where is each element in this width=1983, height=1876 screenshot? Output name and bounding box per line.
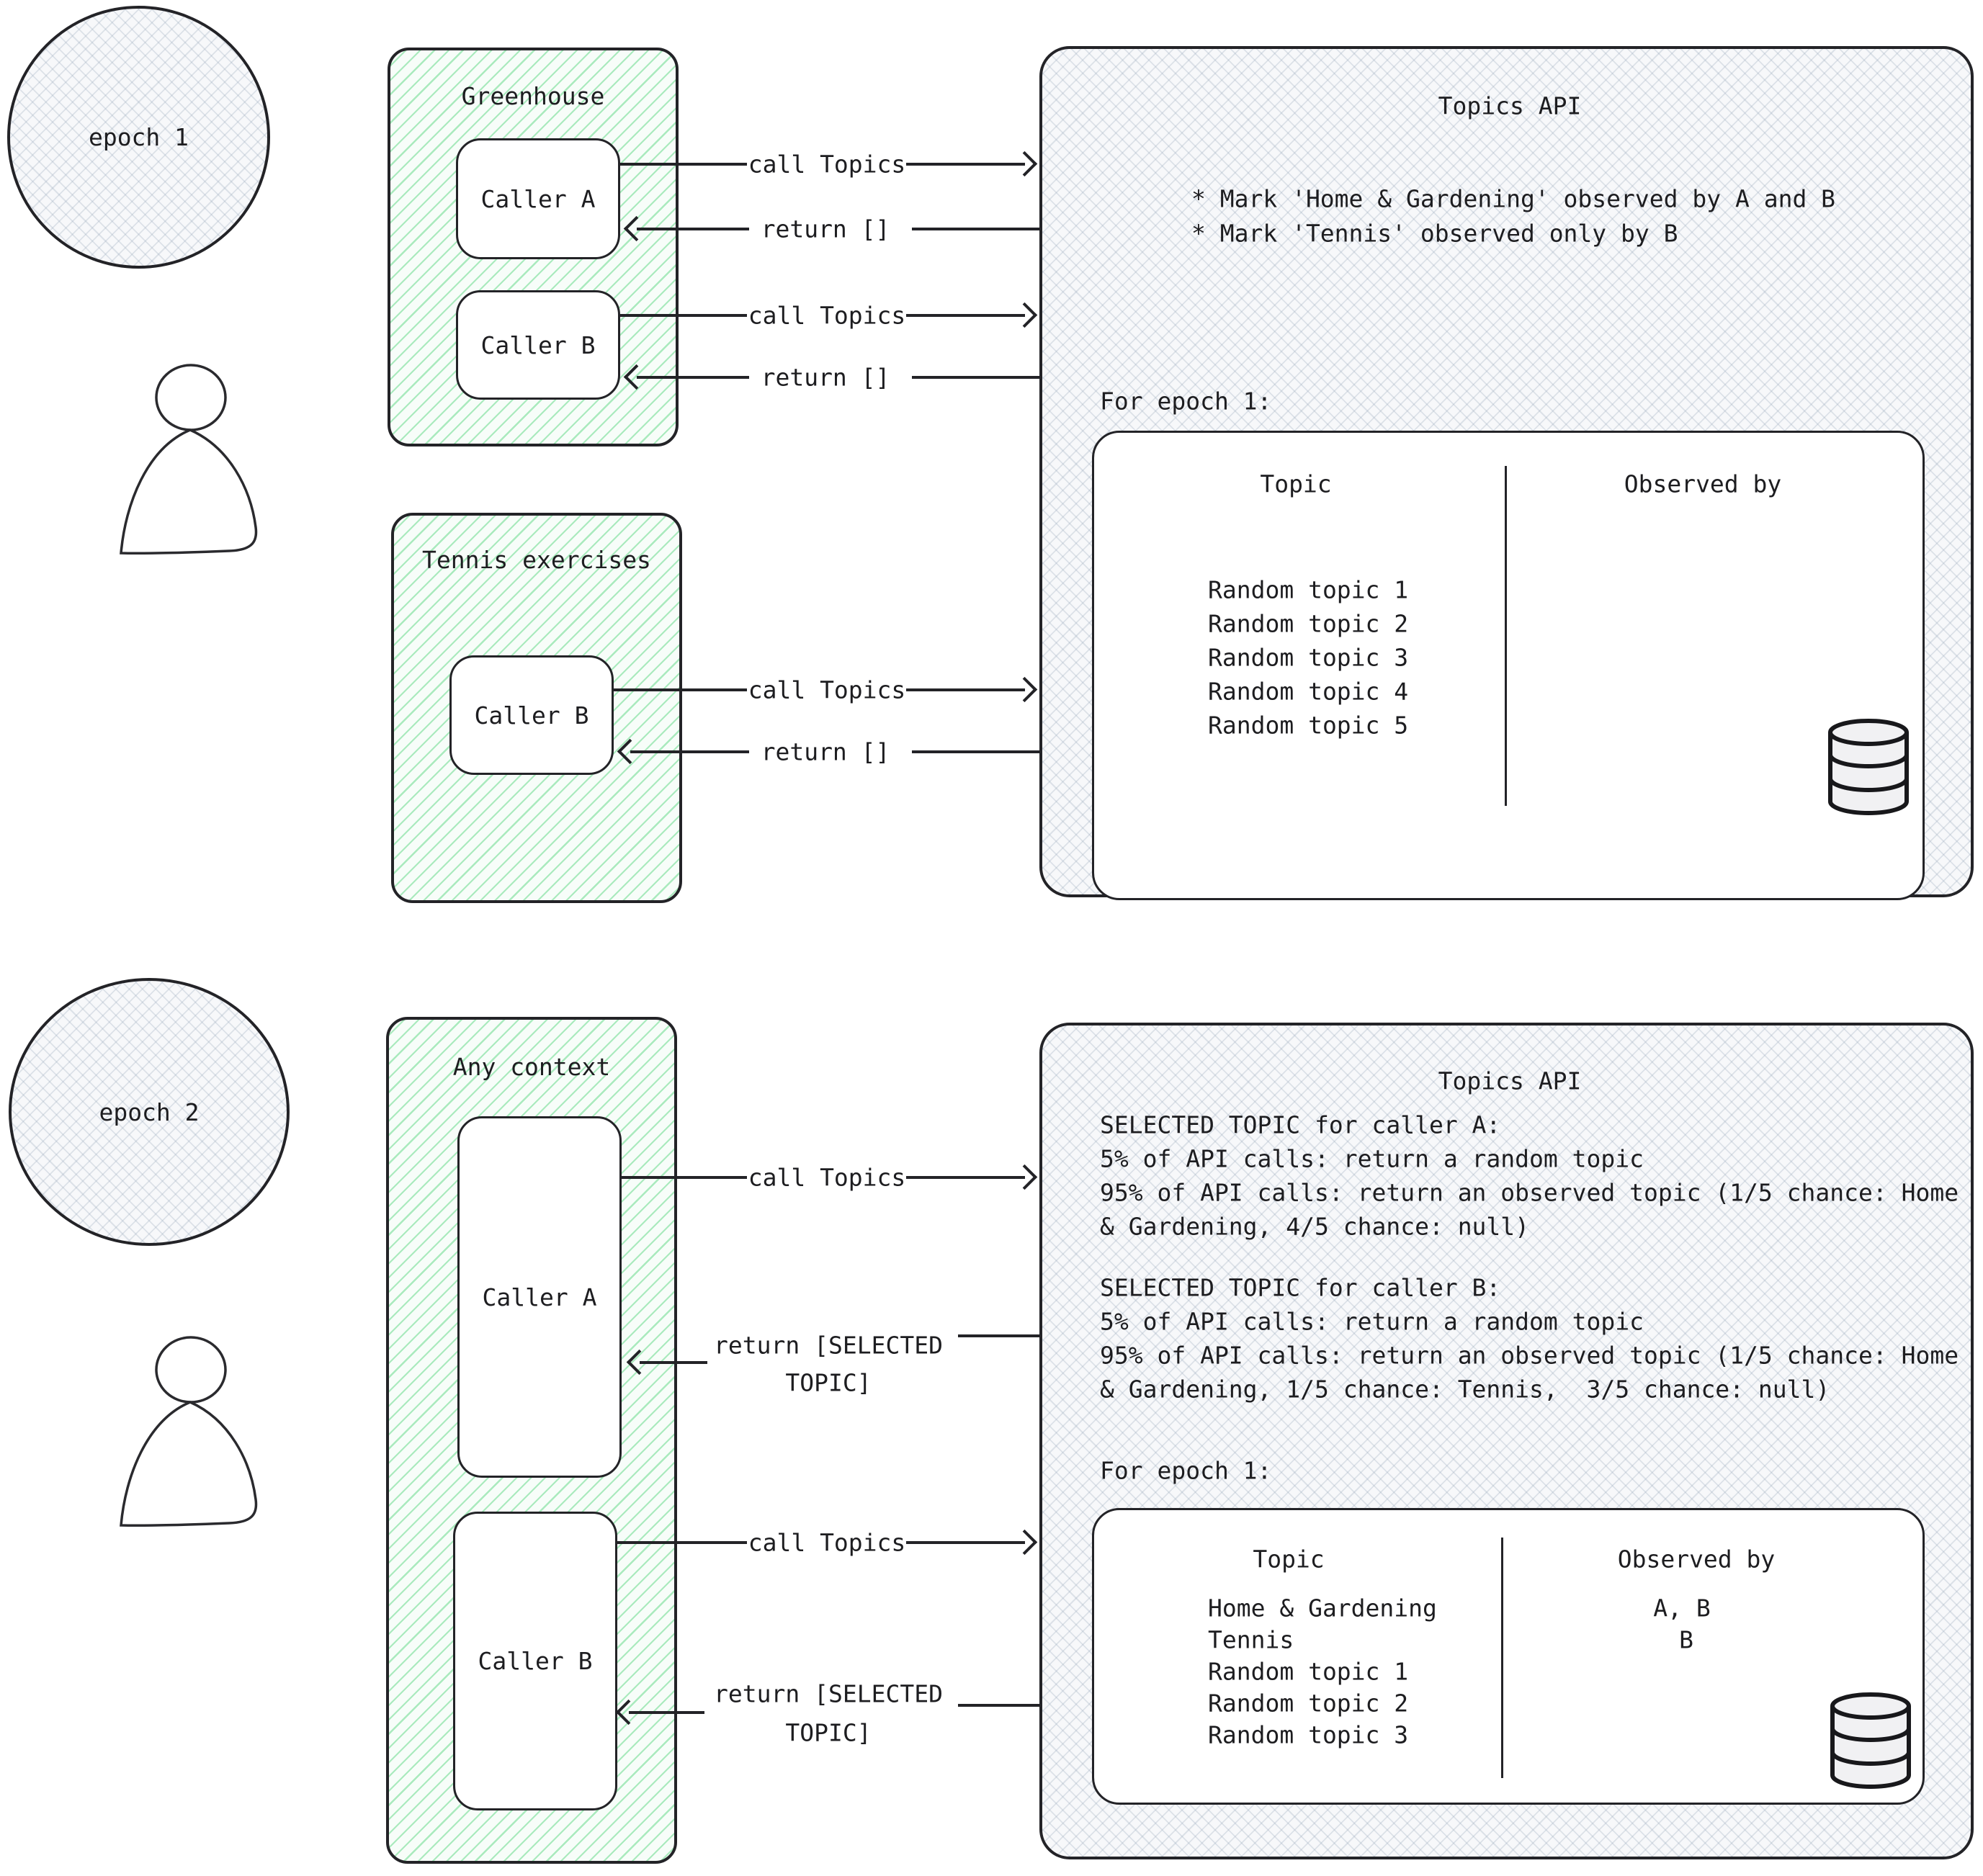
user-icon — [120, 1336, 258, 1527]
column-header-observed: Observed by — [1624, 470, 1782, 498]
arrow-line — [906, 1541, 1025, 1544]
selected-topic-a-line: SELECTED TOPIC for caller A: — [1100, 1110, 1501, 1139]
topics-api-panel-epoch1: Topics API * Mark 'Home & Gardening' obs… — [1039, 46, 1974, 900]
tennis-caller-b-label: Caller B — [474, 701, 589, 730]
arrow-line — [912, 750, 1039, 753]
caller-a-label: Caller A — [482, 1283, 597, 1311]
caller-b-label: Caller B — [480, 331, 596, 359]
arrow-line — [958, 1704, 1039, 1707]
call-topics-label: call Topics — [748, 1163, 906, 1192]
call-topics-label: call Topics — [748, 301, 906, 330]
epoch-heading: For epoch 1: — [1100, 1456, 1272, 1485]
epoch-table: Topic Observed by Home & Gardening Tenni… — [1092, 1508, 1925, 1805]
table-divider — [1501, 1538, 1503, 1778]
epoch-heading: For epoch 1: — [1100, 387, 1272, 416]
table-row-topic: Tennis — [1208, 1625, 1294, 1654]
table-row-topic: Random topic 3 — [1208, 643, 1409, 672]
return-selected-label-line2: TOPIC] — [785, 1368, 872, 1397]
topics-api-title: Topics API — [1438, 91, 1582, 120]
greenhouse-context-box: Greenhouse Caller A Caller B — [388, 48, 679, 446]
any-context-title: Any context — [452, 1053, 611, 1081]
table-row-topic: Random topic 5 — [1208, 711, 1409, 740]
arrow-line — [958, 1334, 1039, 1337]
table-row-topic: Random topic 4 — [1208, 677, 1409, 706]
return-empty-label: return [] — [761, 737, 890, 766]
arrow-line — [640, 1361, 707, 1364]
caller-a-box: Caller A — [457, 1116, 622, 1478]
table-row-observed: B — [1679, 1625, 1693, 1654]
arrow-line — [637, 376, 749, 379]
caller-a-label: Caller A — [480, 184, 596, 213]
arrowhead-right-icon — [1011, 302, 1038, 328]
selected-topic-a-line: 5% of API calls: return a random topic — [1100, 1144, 1644, 1173]
tennis-context-box: Tennis exercises Caller B — [391, 513, 682, 903]
epoch-table: Topic Observed by Random topic 1 Random … — [1092, 431, 1925, 900]
return-selected-label-line2: TOPIC] — [785, 1718, 872, 1747]
arrow-line — [617, 1541, 747, 1544]
table-row-topic: Random topic 3 — [1208, 1720, 1409, 1749]
return-selected-label-line1: return [SELECTED — [714, 1331, 943, 1360]
column-header-topic: Topic — [1253, 1545, 1325, 1574]
arrow-line — [906, 314, 1025, 317]
return-empty-label: return [] — [761, 215, 890, 243]
topics-api-title: Topics API — [1438, 1067, 1582, 1095]
column-header-observed: Observed by — [1617, 1545, 1776, 1574]
arrow-line — [912, 228, 1039, 230]
caller-b-label: Caller B — [478, 1647, 593, 1675]
selected-topic-a-line: 95% of API calls: return an observed top… — [1100, 1178, 1959, 1207]
arrow-line — [906, 1176, 1025, 1179]
topics-api-panel-epoch2: Topics API SELECTED TOPIC for caller A: … — [1039, 1023, 1974, 1859]
table-row-topic: Random topic 2 — [1208, 1689, 1409, 1718]
epoch-2-circle: epoch 2 — [9, 978, 290, 1246]
column-header-topic: Topic — [1260, 470, 1332, 498]
table-row-observed: A, B — [1653, 1594, 1711, 1623]
call-topics-label: call Topics — [748, 676, 906, 704]
tennis-caller-b-box: Caller B — [449, 655, 614, 775]
arrow-line — [906, 163, 1025, 166]
tennis-title: Tennis exercises — [422, 546, 651, 574]
arrow-line — [630, 750, 749, 753]
epoch-1-circle: epoch 1 — [7, 6, 270, 269]
arrowhead-right-icon — [1011, 1529, 1038, 1556]
selected-topic-b-line: 95% of API calls: return an observed top… — [1100, 1341, 1959, 1370]
arrow-line — [629, 1711, 704, 1714]
epoch-2-label: epoch 2 — [99, 1098, 200, 1126]
database-icon — [1830, 1692, 1911, 1789]
table-row-topic: Random topic 2 — [1208, 609, 1409, 638]
database-icon — [1828, 719, 1909, 815]
api-note-2: * Mark 'Tennis' observed only by B — [1191, 219, 1678, 248]
call-topics-label: call Topics — [748, 1528, 906, 1557]
arrowhead-right-icon — [1011, 1164, 1038, 1190]
arrow-line — [614, 688, 747, 691]
arrowhead-right-icon — [1011, 676, 1038, 703]
return-empty-label: return [] — [761, 363, 890, 392]
caller-b-box: Caller B — [453, 1512, 617, 1810]
table-row-topic: Random topic 1 — [1208, 1657, 1409, 1686]
any-context-box: Any context Caller A Caller B — [386, 1017, 677, 1864]
return-selected-label-line1: return [SELECTED — [714, 1679, 943, 1708]
greenhouse-title: Greenhouse — [461, 82, 605, 110]
arrow-line — [637, 228, 749, 230]
arrow-line — [620, 163, 747, 166]
selected-topic-a-line: & Gardening, 4/5 chance: null) — [1100, 1212, 1530, 1241]
selected-topic-b-line: & Gardening, 1/5 chance: Tennis, 3/5 cha… — [1100, 1375, 1830, 1404]
call-topics-label: call Topics — [748, 150, 906, 179]
table-row-topic: Home & Gardening — [1208, 1594, 1437, 1623]
arrow-line — [906, 688, 1025, 691]
arrow-line — [621, 1176, 747, 1179]
table-row-topic: Random topic 1 — [1208, 575, 1409, 604]
arrow-line — [912, 376, 1039, 379]
arrow-line — [620, 314, 747, 317]
selected-topic-b-line: 5% of API calls: return a random topic — [1100, 1307, 1644, 1336]
epoch-1-label: epoch 1 — [88, 123, 189, 151]
user-icon — [120, 364, 258, 555]
api-note-1: * Mark 'Home & Gardening' observed by A … — [1191, 184, 1836, 213]
table-divider — [1505, 466, 1507, 806]
arrowhead-right-icon — [1011, 151, 1038, 177]
caller-a-box: Caller A — [456, 138, 620, 259]
caller-b-box: Caller B — [456, 290, 620, 400]
selected-topic-b-line: SELECTED TOPIC for caller B: — [1100, 1273, 1501, 1302]
